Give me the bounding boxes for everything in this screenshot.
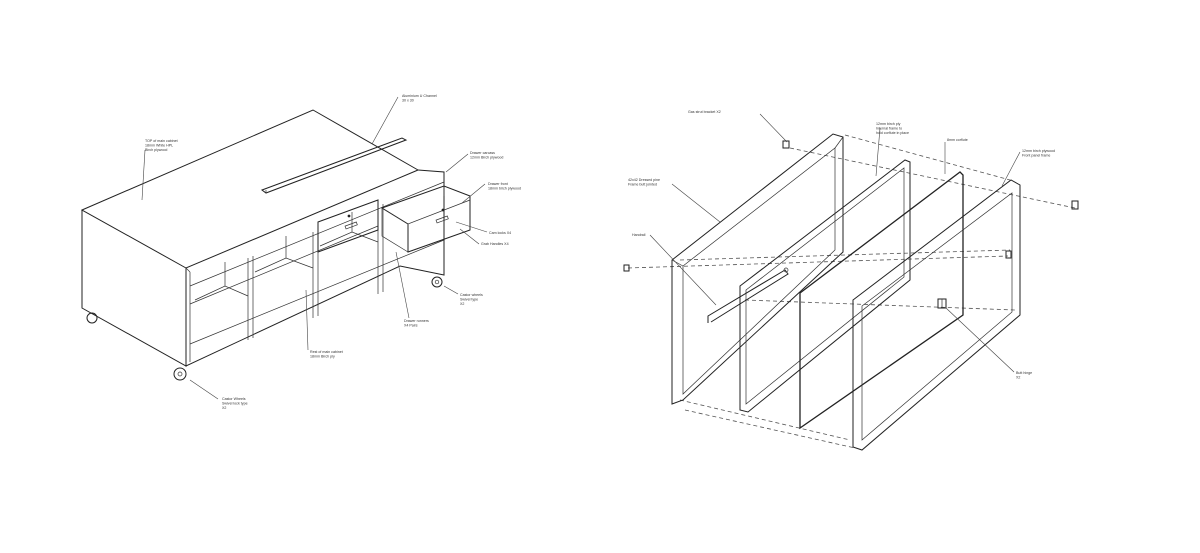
handrail (707, 269, 789, 323)
label-handrail: Handrail (632, 233, 646, 237)
label-gas-strut: Gas strut bracket X2 (688, 110, 721, 114)
front-panel-frame (852, 179, 1021, 451)
pine-frame (671, 133, 844, 405)
castor-wheel-rear (86, 312, 98, 324)
aluminium-channel (260, 137, 408, 194)
cabinet-top-panel (80, 109, 420, 269)
cam-lock (347, 214, 351, 218)
gas-strut-bracket-2 (1071, 200, 1079, 210)
gas-strut-bracket (782, 140, 790, 149)
label-grab-handles: Grab Handles X4 (481, 242, 509, 246)
cabinet-front-face (185, 169, 445, 367)
castor-wheel-right (431, 276, 443, 288)
corflute-panel (799, 171, 964, 430)
closed-drawer (317, 199, 379, 253)
internal-frame (739, 159, 911, 413)
castor-wheel-front (173, 367, 187, 381)
cabinet-left-side (81, 210, 187, 367)
open-drawer (380, 185, 471, 253)
label-cam-locks: Cam locks X4 (489, 231, 511, 235)
label-corflute: 8mm corflute (947, 138, 968, 142)
grab-handle (344, 221, 358, 230)
